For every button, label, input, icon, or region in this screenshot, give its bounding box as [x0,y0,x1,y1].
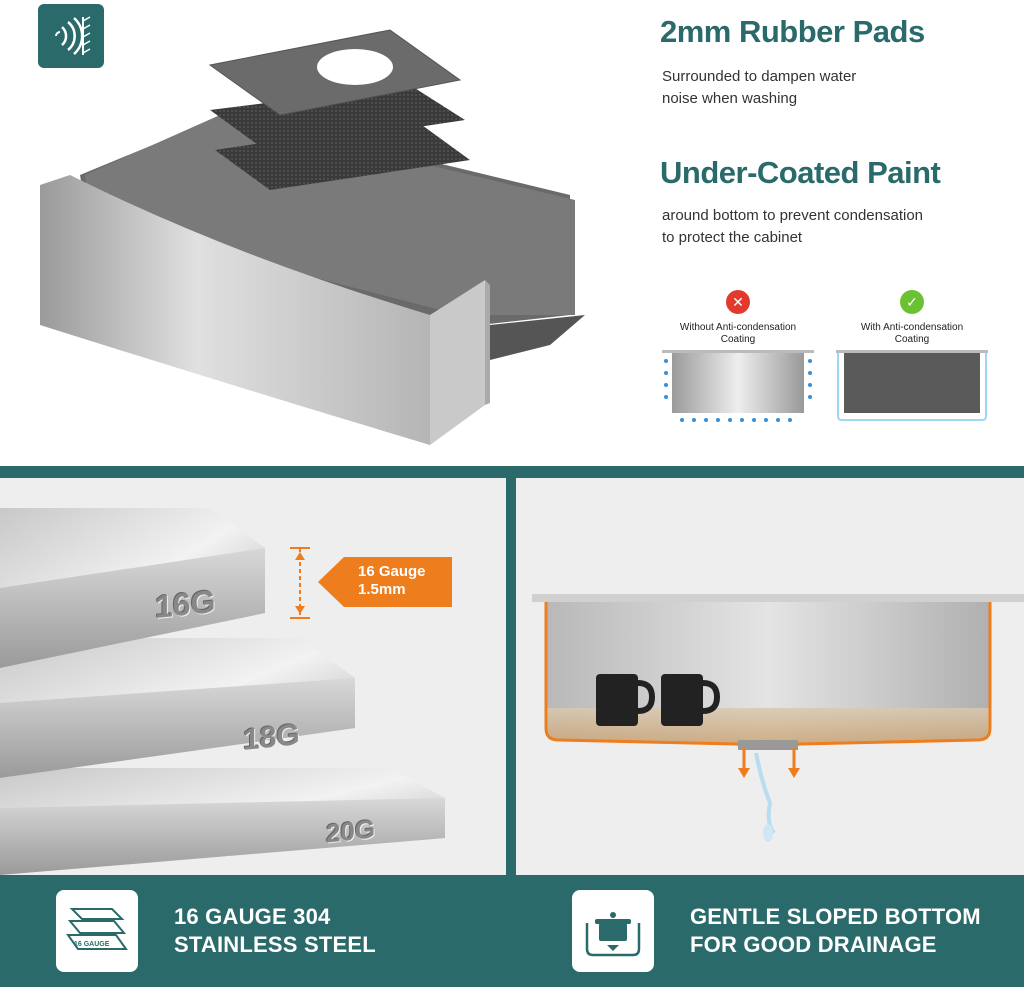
cross-icon: ✕ [726,290,750,314]
rubber-pads-heading: 2mm Rubber Pads [660,14,925,49]
gauge-footer-line1: 16 GAUGE 304 [174,904,331,929]
drainage-footer-text: GENTLE SLOPED BOTTOM FOR GOOD DRAINAGE [690,903,981,959]
gauge-badge-line2: 1.5mm [358,581,406,598]
rubber-pads-desc: Surrounded to dampen water noise when wa… [662,66,856,110]
plate-label-18g: 18G [243,718,300,757]
gauge-badge-text: 16 Gauge 1.5mm [358,563,426,599]
gauge-badge: 16 Gauge 1.5mm [318,557,452,607]
under-coated-desc-line2: to protect the cabinet [662,229,803,246]
coated-sink-illustration [836,350,988,421]
gauge-footer: 16 GAUGE 16 GAUGE 304 STAINLESS STEEL [0,875,506,987]
drainage-footer-line2: FOR GOOD DRAINAGE [690,932,937,957]
without-line2: Coating [720,334,756,345]
drainage-footer: GENTLE SLOPED BOTTOM FOR GOOD DRAINAGE [516,875,1024,987]
panel-divider [506,466,516,987]
rubber-pads-desc-line2: noise when washing [662,90,798,107]
plate-label-16g: 16G [155,582,216,626]
gauge-footer-text: 16 GAUGE 304 STAINLESS STEEL [174,903,376,959]
gauge-badge-line1: 16 Gauge [358,563,426,580]
with-coating-label: With Anti-condensation Coating [832,322,992,346]
pot-icon [572,890,654,972]
plate-label-20g: 20G [326,813,376,849]
top-section: 2mm Rubber Pads Surrounded to dampen wat… [0,0,1024,466]
under-coated-heading: Under-Coated Paint [660,155,941,190]
check-icon: ✓ [900,290,924,314]
sloped-sink-illustration [532,594,1024,842]
without-coating-label: Without Anti-condensation Coating [658,322,818,346]
sink-pads-illustration [40,29,585,445]
footer-icon-text: 16 GAUGE [74,941,110,948]
with-line2: Coating [894,334,930,345]
without-coating-compare: ✕ Without Anti-condensation Coating [658,290,818,440]
steel-plates-icon: 16 GAUGE [56,890,138,972]
under-coated-desc-line1: around bottom to prevent condensation [662,207,924,224]
sound-dampening-icon [38,4,104,68]
under-coated-desc: around bottom to prevent condensation to… [662,205,923,249]
drainage-footer-line1: GENTLE SLOPED BOTTOM [690,904,981,929]
without-line1: Without Anti-condensation [679,322,797,333]
uncoated-sink-illustration [662,350,814,422]
with-line1: With Anti-condensation [860,322,964,333]
gauge-plates-illustration [0,508,445,875]
drainage-panel [516,478,1024,875]
gauge-panel: 16G 18G 20G [0,478,506,875]
with-coating-compare: ✓ With Anti-condensation Coating [832,290,992,440]
rubber-pads-desc-line1: Surrounded to dampen water [662,68,857,85]
gauge-footer-line2: STAINLESS STEEL [174,932,376,957]
